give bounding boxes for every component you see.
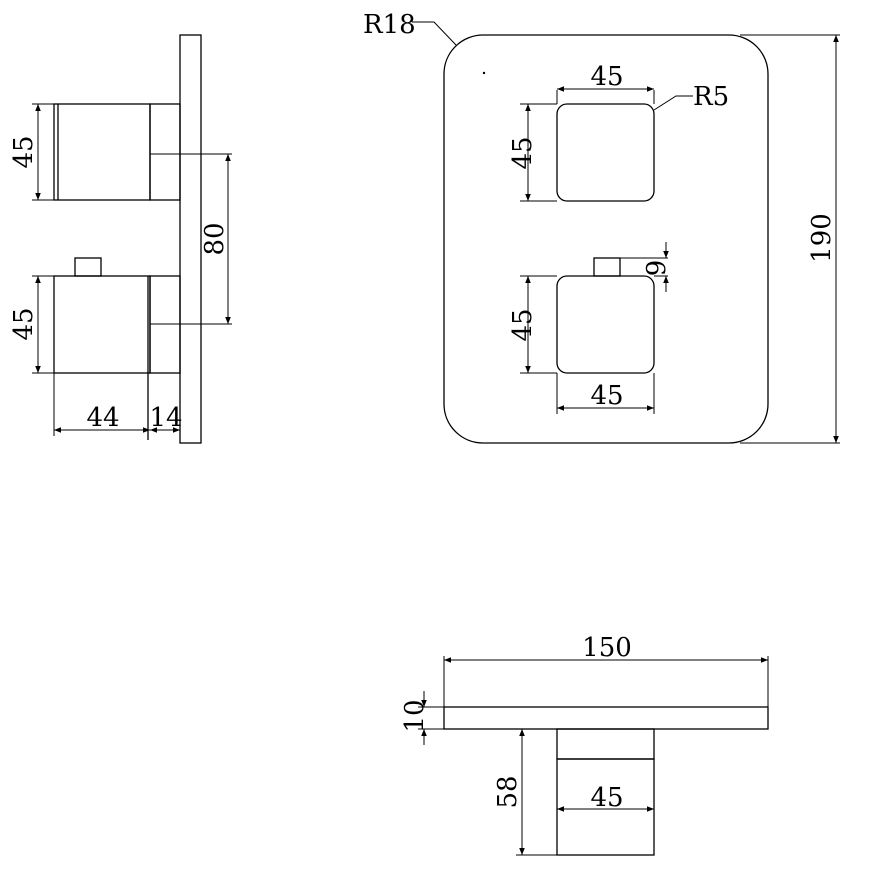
- leader-r5: [653, 95, 693, 111]
- bottom-view: 150 10 58 45: [400, 633, 769, 856]
- side-temperature-stop: [74, 257, 102, 277]
- front-lower-handle: [556, 275, 655, 374]
- label-handle-corner-radius: R5: [693, 82, 729, 112]
- dim-bottom-plate-thickness: 10: [400, 699, 430, 732]
- dim-front-upper-handle-width: 45: [590, 62, 623, 92]
- front-upper-handle: [556, 103, 655, 202]
- leader-r18: [412, 21, 457, 46]
- dim-side-lower-handle-height: 45: [9, 307, 39, 340]
- front-plate-dot: [482, 71, 486, 75]
- dim-front-stop-offset: 9: [642, 260, 672, 277]
- dim-side-upper-handle-height: 45: [9, 135, 39, 168]
- dim-bottom-handle-width: 45: [590, 783, 623, 813]
- dim-side-center-spacing: 80: [200, 222, 230, 255]
- side-plate: [179, 34, 202, 444]
- bottom-collar: [556, 728, 655, 760]
- dim-front-plate-height: 190: [807, 213, 837, 263]
- side-view: 45 80 45 44 14: [9, 34, 232, 444]
- dim-bottom-handle-projection: 58: [493, 775, 523, 808]
- dim-front-lower-handle-height: 45: [508, 308, 538, 341]
- front-plate: [443, 34, 769, 444]
- side-upper-handle: [53, 103, 151, 201]
- side-upper-collar: [149, 103, 181, 201]
- dim-side-body-depth: 14: [149, 403, 182, 433]
- side-lower-handle: [53, 275, 151, 374]
- dim-side-handle-depth: 44: [86, 403, 119, 433]
- front-view: 45 45 R5 R18 9 45 45 190: [363, 10, 840, 444]
- dim-front-lower-handle-width: 45: [590, 381, 623, 411]
- label-plate-corner-radius: R18: [363, 10, 416, 40]
- front-temperature-stop: [593, 257, 621, 277]
- dim-bottom-plate-width: 150: [582, 633, 632, 663]
- dim-front-upper-handle-height: 45: [508, 136, 538, 169]
- bottom-plate: [443, 706, 769, 730]
